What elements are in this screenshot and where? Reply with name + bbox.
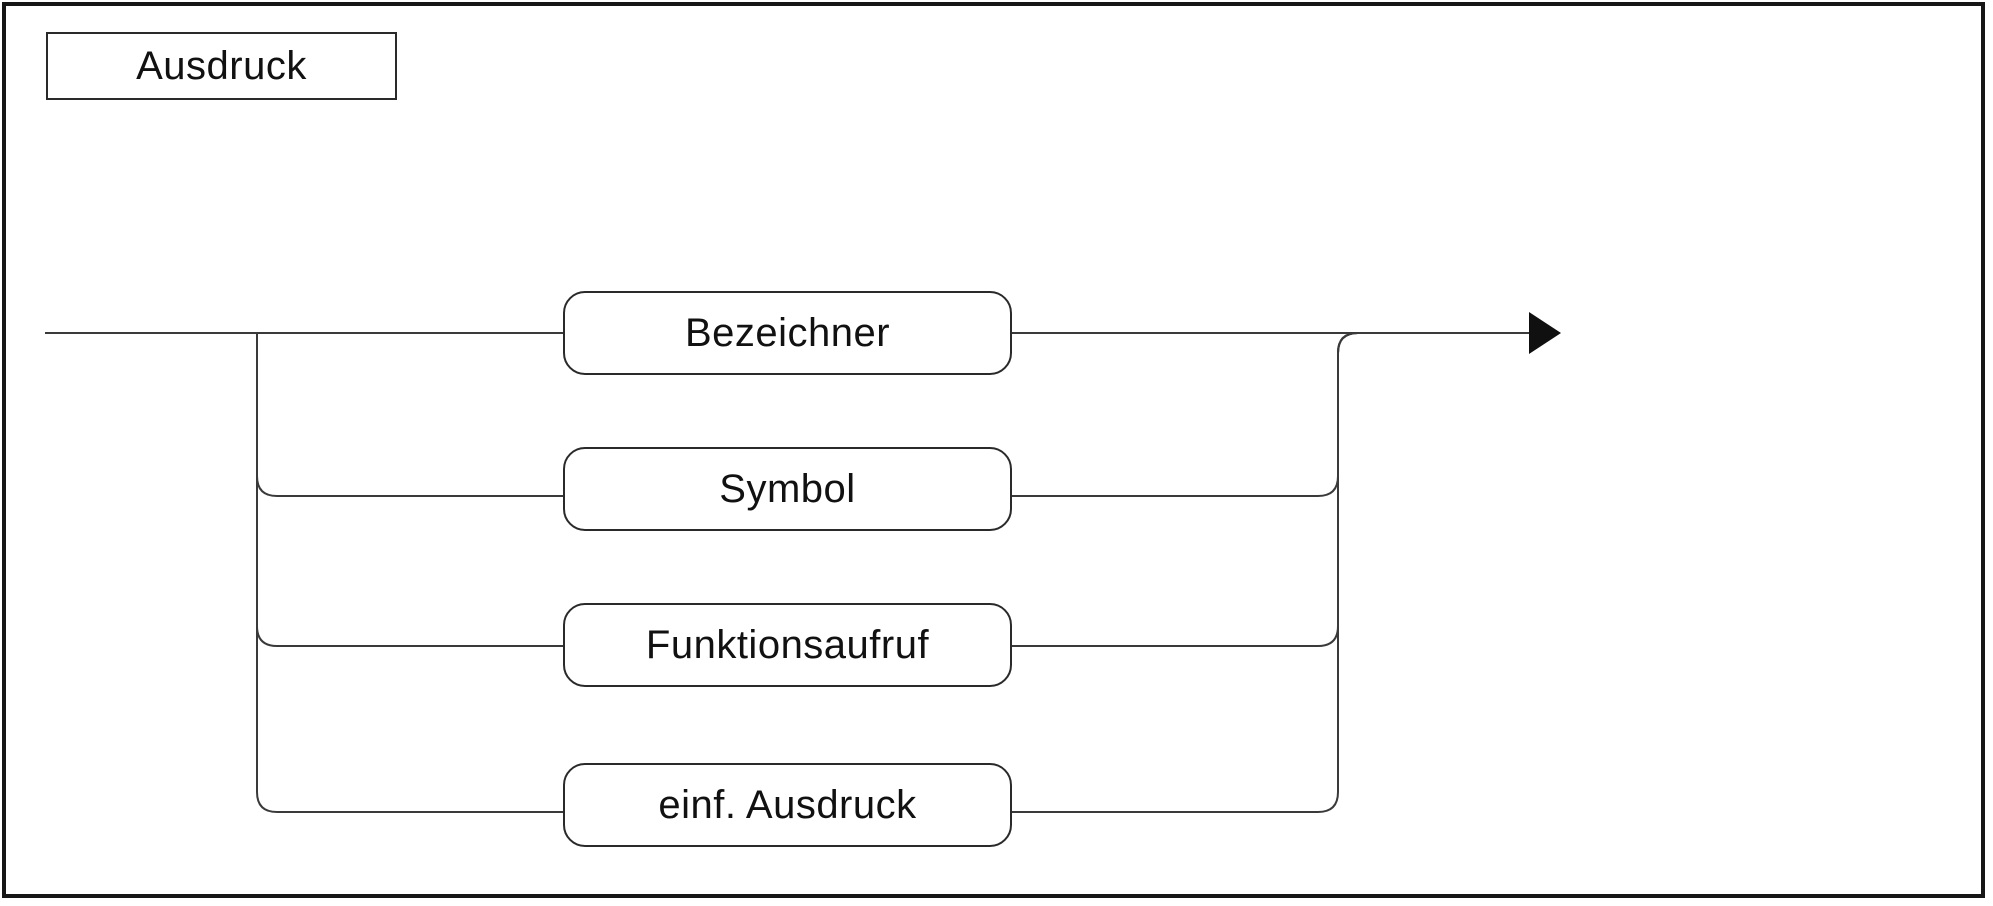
node-symbol-label: Symbol — [719, 466, 856, 511]
end-arrow-icon — [1529, 312, 1561, 354]
rule-title-label: Ausdruck — [136, 43, 307, 88]
branch-funktionsaufruf-right-wire — [1012, 332, 1359, 647]
branch-einf-ausdruck-left-wire — [256, 333, 563, 813]
node-funktionsaufruf-label: Funktionsaufruf — [645, 622, 930, 667]
rule-title-box: Ausdruck — [46, 32, 397, 100]
branch-funktionsaufruf-left-wire — [256, 333, 563, 647]
node-einf-ausdruck-label: einf. Ausdruck — [658, 782, 917, 827]
node-bezeichner: Bezeichner — [563, 291, 1012, 375]
branch-symbol-left-wire — [256, 333, 563, 497]
node-einf-ausdruck: einf. Ausdruck — [563, 763, 1012, 847]
node-symbol: Symbol — [563, 447, 1012, 531]
node-bezeichner-label: Bezeichner — [684, 310, 891, 355]
branch-symbol-right-wire — [1012, 332, 1359, 497]
branch-einf-ausdruck-right-wire — [1012, 332, 1359, 813]
node-funktionsaufruf: Funktionsaufruf — [563, 603, 1012, 687]
